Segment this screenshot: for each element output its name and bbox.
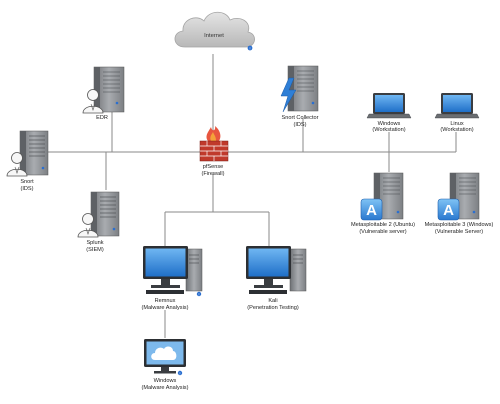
svg-text:A: A <box>366 202 377 219</box>
metasploitable2-label: Metasploitable 2 (Ubuntu) <box>351 222 415 228</box>
user-icon <box>6 152 28 177</box>
internet-node: Internet i <box>174 11 255 51</box>
snort-collector-role: (IDS) <box>293 122 306 128</box>
windows-workstation-node: Windows (Workstation) <box>366 93 412 133</box>
firewall-icon <box>199 126 229 162</box>
windows-ma-role: (Malware Analysis) <box>142 385 189 391</box>
cloud-monitor-icon <box>144 339 186 374</box>
connections <box>40 54 457 338</box>
user-icon <box>82 89 104 114</box>
windows-ma-label: Windows <box>154 378 177 384</box>
svg-text:i: i <box>250 47 251 51</box>
desktop-icon <box>246 246 307 294</box>
snort-collector-node: Snort Collector (IDS) <box>280 65 319 128</box>
server-icon <box>90 191 120 237</box>
kali-label: Kali <box>268 298 277 304</box>
splunk-label: Splunk <box>86 240 103 246</box>
server-icon <box>287 65 319 112</box>
svg-text:i: i <box>199 293 200 297</box>
laptop-icon <box>366 93 412 119</box>
splunk-role: (SIEM) <box>86 247 104 253</box>
splunk-node: Splunk (SIEM) <box>77 191 120 253</box>
app-icon: A <box>360 198 383 221</box>
snort-role: (IDS) <box>20 186 33 192</box>
kali-node: Kali (Penetration Testing) <box>246 246 307 311</box>
windows-ws-label: Windows <box>378 121 401 127</box>
snort-label: Snort <box>20 179 34 185</box>
snort-node: Snort (IDS) <box>6 130 49 192</box>
metasploitable2-node: A Metasploitable 2 (Ubuntu) (Vulnerable … <box>351 172 415 235</box>
lightning-icon <box>280 77 297 113</box>
info-badge-icon[interactable]: i <box>196 291 202 297</box>
cloud-icon <box>174 11 255 48</box>
pfsense-label: pfSense <box>203 164 224 170</box>
kali-role: (Penetration Testing) <box>247 305 299 311</box>
laptop-icon <box>434 93 480 119</box>
remnux-role: (Malware Analysis) <box>142 305 189 311</box>
linux-ws-role: (Workstation) <box>440 127 473 133</box>
desktop-icon <box>143 246 203 294</box>
metasploitable3-role: (Vulnerable Server) <box>435 229 483 235</box>
svg-text:A: A <box>443 202 454 219</box>
remnux-label: Remnux <box>155 298 176 304</box>
metasploitable2-role: (Vulnerable server) <box>359 229 406 235</box>
edr-node: EDR <box>82 66 125 121</box>
svg-text:i: i <box>180 372 181 376</box>
windows-malware-analysis-node: i Windows (Malware Analysis) <box>142 339 189 391</box>
pfsense-node: pfSense (Firewall) <box>199 126 229 177</box>
pfsense-role: (Firewall) <box>202 171 225 177</box>
app-icon: A <box>437 198 460 221</box>
server-icon <box>93 66 125 113</box>
info-badge-icon[interactable]: i <box>177 370 183 376</box>
snort-collector-label: Snort Collector <box>282 115 319 121</box>
windows-ws-role: (Workstation) <box>372 127 405 133</box>
user-icon <box>77 213 99 238</box>
internet-label: Internet <box>204 33 224 39</box>
linux-ws-label: Linux <box>450 121 464 127</box>
metasploitable3-label: Metasploitable 3 (Windows) <box>425 222 494 228</box>
edr-label: EDR <box>96 115 108 121</box>
remnux-node: i Remnux (Malware Analysis) <box>142 246 203 311</box>
metasploitable3-node: A Metasploitable 3 (Windows) (Vulnerable… <box>425 172 494 235</box>
linux-workstation-node: Linux (Workstation) <box>434 93 480 133</box>
info-badge-icon[interactable]: i <box>247 45 253 51</box>
server-icon <box>19 130 49 176</box>
